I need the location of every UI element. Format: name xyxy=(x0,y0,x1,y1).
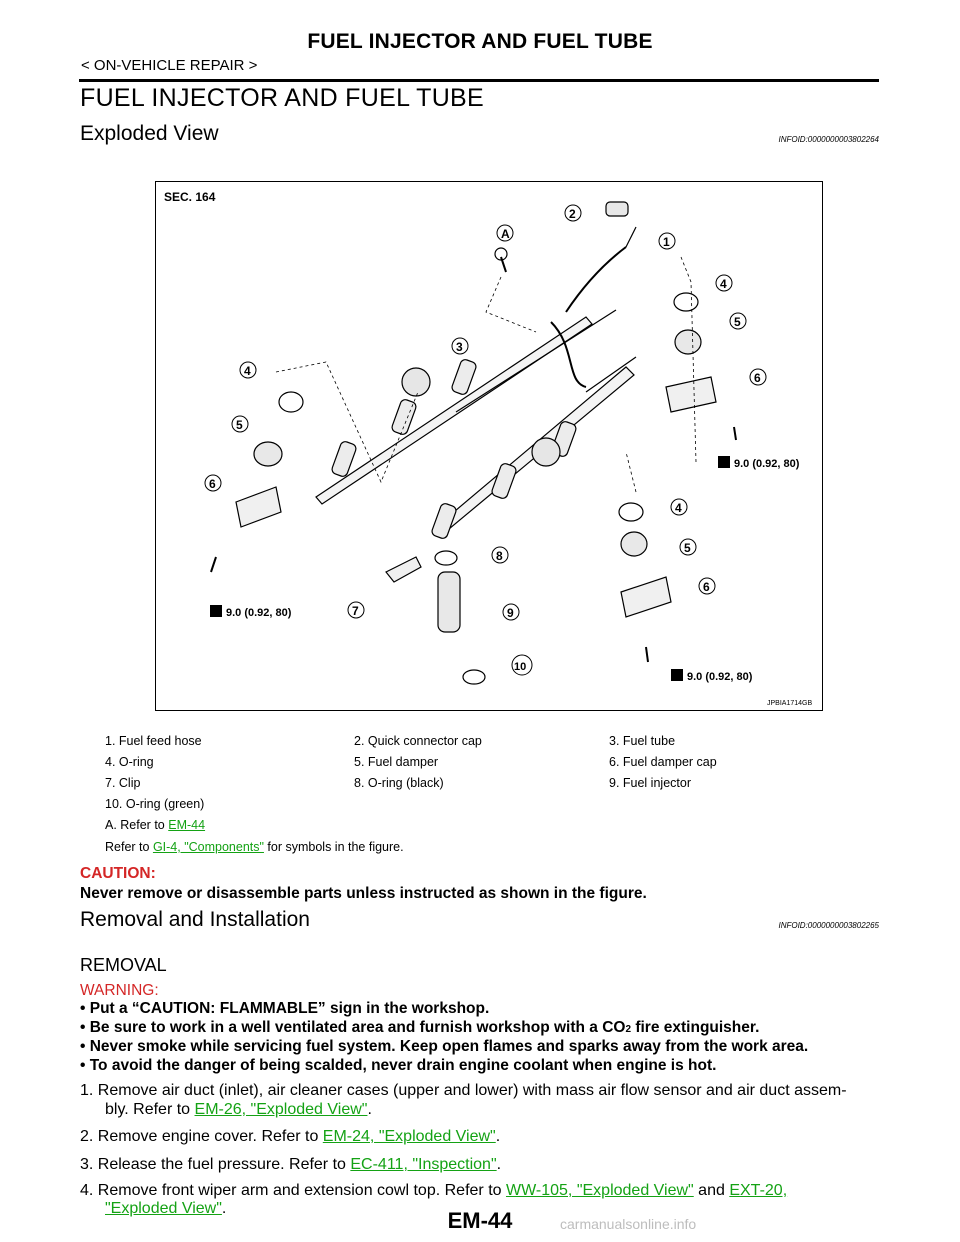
page-number: EM-44 xyxy=(447,1208,513,1233)
callout-9: 9 xyxy=(502,603,520,621)
callout-a: A xyxy=(496,224,514,242)
link-ext-20-exploded-view[interactable]: "Exploded View" xyxy=(105,1200,222,1217)
exploded-view-heading: Exploded View xyxy=(80,122,219,145)
step-4-line-1: 4. Remove front wiper arm and extension … xyxy=(80,1182,788,1199)
callout-2: 2 xyxy=(564,204,582,222)
callout-5: 5 xyxy=(679,538,697,556)
svg-text:4: 4 xyxy=(244,364,251,378)
legend-item-8: 8. O-ring (black) xyxy=(354,776,444,790)
exploded-view-infoid: INFOID:0000000003802264 xyxy=(778,135,879,144)
svg-text:4: 4 xyxy=(720,277,727,291)
svg-text:6: 6 xyxy=(703,580,710,594)
callout-3: 3 xyxy=(451,337,469,355)
svg-text:5: 5 xyxy=(734,315,741,329)
svg-text:6: 6 xyxy=(209,477,216,491)
step-1-line-2: bly. Refer to EM-26, "Exploded View". xyxy=(105,1101,372,1118)
warning-label: WARNING: xyxy=(80,982,159,999)
callout-4: 4 xyxy=(239,361,257,379)
link-gi-4-components[interactable]: GI-4, "Components" xyxy=(152,840,264,854)
callout-6: 6 xyxy=(749,368,767,386)
link-em-26-exploded-view[interactable]: EM-26, "Exploded View" xyxy=(194,1101,368,1118)
step-4-line-2: "Exploded View". xyxy=(105,1200,227,1217)
callout-5: 5 xyxy=(231,415,249,433)
legend-item-10: 10. O-ring (green) xyxy=(105,797,205,811)
svg-text:8: 8 xyxy=(496,549,503,563)
figure-id: JPBIA1714GB xyxy=(767,700,812,707)
step-2: 2. Remove engine cover. Refer to EM-24, … xyxy=(80,1128,501,1145)
warning-bullet-1: • Put a “CAUTION: FLAMMABLE” sign in the… xyxy=(80,1000,490,1017)
watermark: carmanualsonline.info xyxy=(560,1216,697,1232)
caution-label: CAUTION: xyxy=(80,865,156,882)
step-3: 3. Release the fuel pressure. Refer to E… xyxy=(80,1156,502,1173)
legend-item-4: 4. O-ring xyxy=(105,755,154,769)
link-ext-20[interactable]: EXT-20, xyxy=(729,1182,788,1199)
torque-symbol-icon xyxy=(210,605,222,617)
svg-text:4: 4 xyxy=(675,501,682,515)
svg-text:7: 7 xyxy=(352,604,359,618)
legend-item-3: 3. Fuel tube xyxy=(609,734,676,748)
removal-subheading: REMOVAL xyxy=(80,955,167,975)
callout-4: 4 xyxy=(715,274,733,292)
link-ec-411-inspection[interactable]: EC-411, "Inspection" xyxy=(350,1156,497,1173)
torque-label-right-upper: 9.0 (0.92, 80) xyxy=(734,458,800,470)
legend-item-2: 2. Quick connector cap xyxy=(354,734,482,748)
svg-text:A: A xyxy=(501,227,510,241)
running-header-title: FUEL INJECTOR AND FUEL TUBE xyxy=(307,30,653,53)
callout-5: 5 xyxy=(729,312,747,330)
callout-8: 8 xyxy=(491,546,509,564)
legend-item-7: 7. Clip xyxy=(105,776,141,790)
section-title: FUEL INJECTOR AND FUEL TUBE xyxy=(80,84,485,112)
svg-text:1: 1 xyxy=(663,235,670,249)
torque-symbol-icon xyxy=(671,669,683,681)
warning-bullet-4: • To avoid the danger of being scalded, … xyxy=(80,1057,717,1074)
torque-symbol-icon xyxy=(718,456,730,468)
callout-7: 7 xyxy=(347,601,365,619)
breadcrumb: < ON-VEHICLE REPAIR > xyxy=(81,57,258,74)
symbols-note: Refer to GI-4, "Components" for symbols … xyxy=(105,840,404,854)
svg-text:5: 5 xyxy=(684,541,691,555)
link-em-44[interactable]: EM-44 xyxy=(168,818,206,832)
warning-bullet-2: • Be sure to work in a well ventilated a… xyxy=(80,1019,760,1036)
step-1-line-1: 1. Remove air duct (inlet), air cleaner … xyxy=(80,1082,847,1099)
svg-text:6: 6 xyxy=(754,371,761,385)
callout-1: 1 xyxy=(658,232,676,250)
callout-4: 4 xyxy=(670,498,688,516)
svg-text:9: 9 xyxy=(507,606,514,620)
torque-label-right-lower: 9.0 (0.92, 80) xyxy=(687,671,753,683)
legend-item-6: 6. Fuel damper cap xyxy=(609,755,717,769)
svg-text:2: 2 xyxy=(569,207,576,221)
link-ww-105-exploded-view[interactable]: WW-105, "Exploded View" xyxy=(505,1182,694,1199)
exploded-view-drawing: SEC. 164 1 2 3 4 4 4 5 5 5 6 6 6 7 8 9 1… xyxy=(164,190,812,707)
legend-item-9: 9. Fuel injector xyxy=(609,776,691,790)
link-em-24-exploded-view[interactable]: EM-24, "Exploded View" xyxy=(322,1128,496,1145)
callout-6: 6 xyxy=(204,474,222,492)
svg-text:10: 10 xyxy=(514,661,526,673)
figure-sec-label: SEC. 164 xyxy=(164,190,216,204)
legend-item-1: 1. Fuel feed hose xyxy=(105,734,202,748)
svg-text:5: 5 xyxy=(236,418,243,432)
removal-installation-heading: Removal and Installation xyxy=(80,908,310,931)
callout-6: 6 xyxy=(698,577,716,595)
caution-text: Never remove or disassemble parts unless… xyxy=(80,885,647,902)
torque-label-left: 9.0 (0.92, 80) xyxy=(226,607,292,619)
callout-10: 10 xyxy=(511,654,533,676)
legend-item-5: 5. Fuel damper xyxy=(354,755,439,769)
ref-a-line: A. Refer to EM-44 xyxy=(105,818,206,832)
svg-text:3: 3 xyxy=(456,340,463,354)
warning-bullet-3: • Never smoke while servicing fuel syste… xyxy=(80,1038,809,1055)
removal-installation-infoid: INFOID:0000000003802265 xyxy=(778,921,879,930)
header-rule xyxy=(79,79,879,82)
exploded-view-figure: SEC. 164 1 2 3 4 4 4 5 5 5 6 6 6 7 8 9 1… xyxy=(155,181,823,711)
